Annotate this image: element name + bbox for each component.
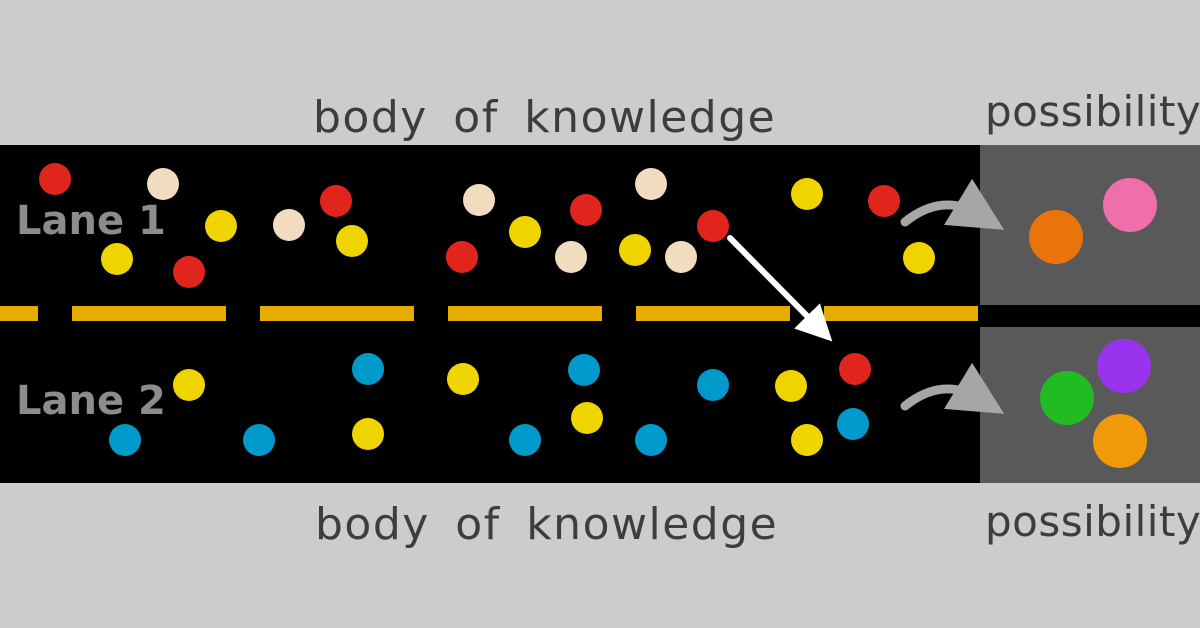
knowledge-dot <box>791 178 823 210</box>
knowledge-dot <box>109 424 141 456</box>
knowledge-dot <box>447 363 479 395</box>
knowledge-dot <box>635 424 667 456</box>
knowledge-dot <box>619 234 651 266</box>
knowledge-dot <box>555 241 587 273</box>
lane-divider-dash <box>636 306 790 321</box>
knowledge-dot <box>273 209 305 241</box>
knowledge-dot <box>868 185 900 217</box>
knowledge-dot <box>173 369 205 401</box>
knowledge-dot <box>571 402 603 434</box>
knowledge-dots <box>39 163 1157 468</box>
body-of-knowledge-caption-top: body of knowledge <box>313 92 777 143</box>
knowledge-dot <box>775 370 807 402</box>
knowledge-dot <box>336 225 368 257</box>
lane-divider-dash <box>448 306 602 321</box>
knowledge-dot <box>568 354 600 386</box>
possibility-dot <box>1103 178 1157 232</box>
lane-1-label: Lane 1 <box>16 198 166 244</box>
knowledge-dot <box>903 242 935 274</box>
lane-divider-dash <box>0 306 38 321</box>
knowledge-dot <box>697 210 729 242</box>
knowledge-dot <box>446 241 478 273</box>
lane-change-arrow-icon <box>727 235 833 342</box>
knowledge-dot <box>173 256 205 288</box>
possibility-dot <box>1029 210 1083 264</box>
knowledge-dot <box>509 216 541 248</box>
body-of-knowledge-caption-bottom: body of knowledge <box>315 499 779 550</box>
knowledge-dot <box>509 424 541 456</box>
knowledge-dot <box>570 194 602 226</box>
lane-2-label: Lane 2 <box>16 378 166 424</box>
knowledge-dot <box>665 241 697 273</box>
knowledge-dot <box>463 184 495 216</box>
lane-divider-dash <box>824 306 978 321</box>
possibility-dot <box>1040 371 1094 425</box>
knowledge-dot <box>320 185 352 217</box>
lane-divider-dash <box>72 306 226 321</box>
knowledge-dot <box>837 408 869 440</box>
knowledge-dot <box>839 353 871 385</box>
knowledge-dot <box>635 168 667 200</box>
curved-arrow-icon <box>900 178 1005 230</box>
knowledge-dot <box>352 418 384 450</box>
knowledge-dot <box>352 353 384 385</box>
lane-divider <box>0 306 978 321</box>
knowledge-dot <box>243 424 275 456</box>
knowledge-dot <box>791 424 823 456</box>
curved-arrow-icon <box>900 362 1005 414</box>
possibility-caption-top: possibility <box>985 87 1200 136</box>
knowledge-dot <box>39 163 71 195</box>
knowledge-dot <box>101 243 133 275</box>
possibility-box-top <box>980 145 1200 305</box>
lane-divider-dash <box>260 306 414 321</box>
knowledge-dot <box>697 369 729 401</box>
possibility-caption-bottom: possibility <box>985 497 1200 546</box>
knowledge-dot <box>147 168 179 200</box>
possibility-dot <box>1097 339 1151 393</box>
knowledge-dot <box>205 210 237 242</box>
possibility-dot <box>1093 414 1147 468</box>
